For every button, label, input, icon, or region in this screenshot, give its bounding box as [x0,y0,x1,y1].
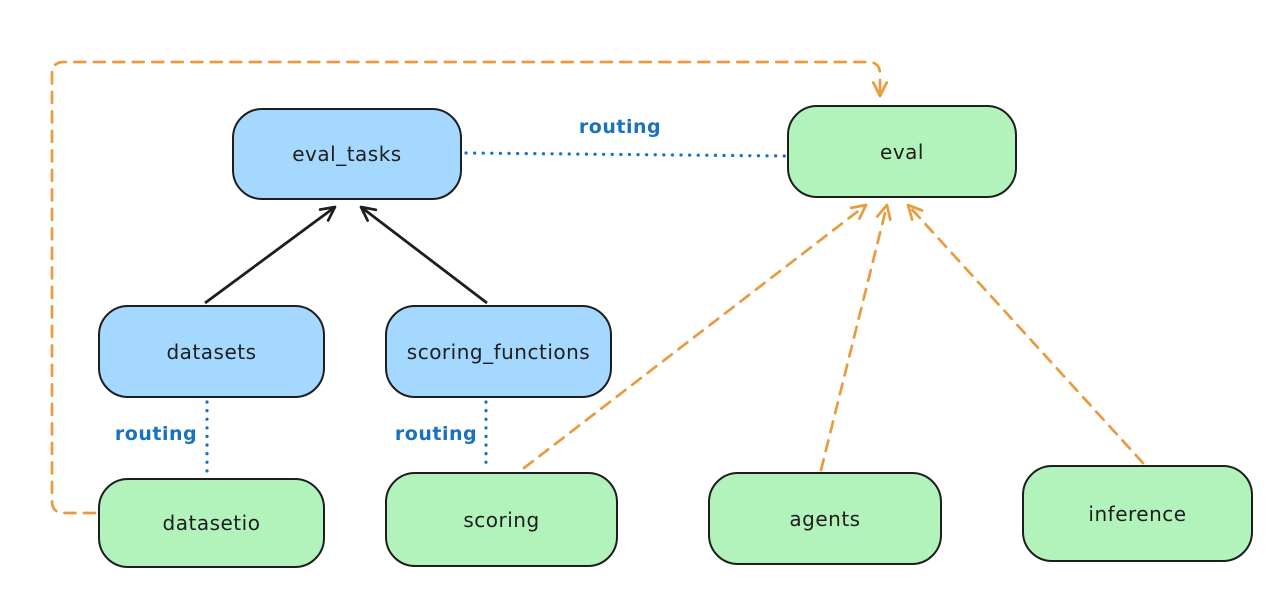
node-datasets-label: datasets [166,339,257,364]
edge-scoring_functions-to-eval_tasks [359,205,488,305]
node-eval_tasks: eval_tasks [232,108,462,200]
node-inference-label: inference [1088,501,1187,526]
edge-agents-to-eval [819,203,892,472]
node-eval: eval [787,105,1017,198]
node-agents: agents [708,472,942,565]
node-scoring-label: scoring [463,507,540,532]
node-scoring_functions-label: scoring_functions [406,339,591,364]
edge-eval_tasks-to-eval-routing [464,151,787,158]
node-agents-label: agents [789,506,861,531]
edge-label-routing-datasets-datasetio: routing [114,423,198,445]
node-scoring: scoring [385,472,618,567]
node-inference: inference [1022,465,1253,562]
edge-label-routing-eval_tasks-eval: routing [578,116,662,138]
node-datasetio-label: datasetio [162,511,261,535]
node-datasetio: datasetio [98,478,325,568]
edge-datasets-to-eval_tasks [204,205,337,305]
node-eval_tasks-label: eval_tasks [292,142,402,166]
edge-scoring-to-eval [522,203,868,470]
node-datasets: datasets [98,305,325,398]
edge-label-routing-scoring_functions-scoring: routing [394,423,478,445]
node-eval-label: eval [880,139,924,164]
edge-datasetio-to-eval-loop [50,60,889,515]
edge-inference-to-eval [906,203,1145,465]
node-scoring_functions: scoring_functions [385,305,612,398]
